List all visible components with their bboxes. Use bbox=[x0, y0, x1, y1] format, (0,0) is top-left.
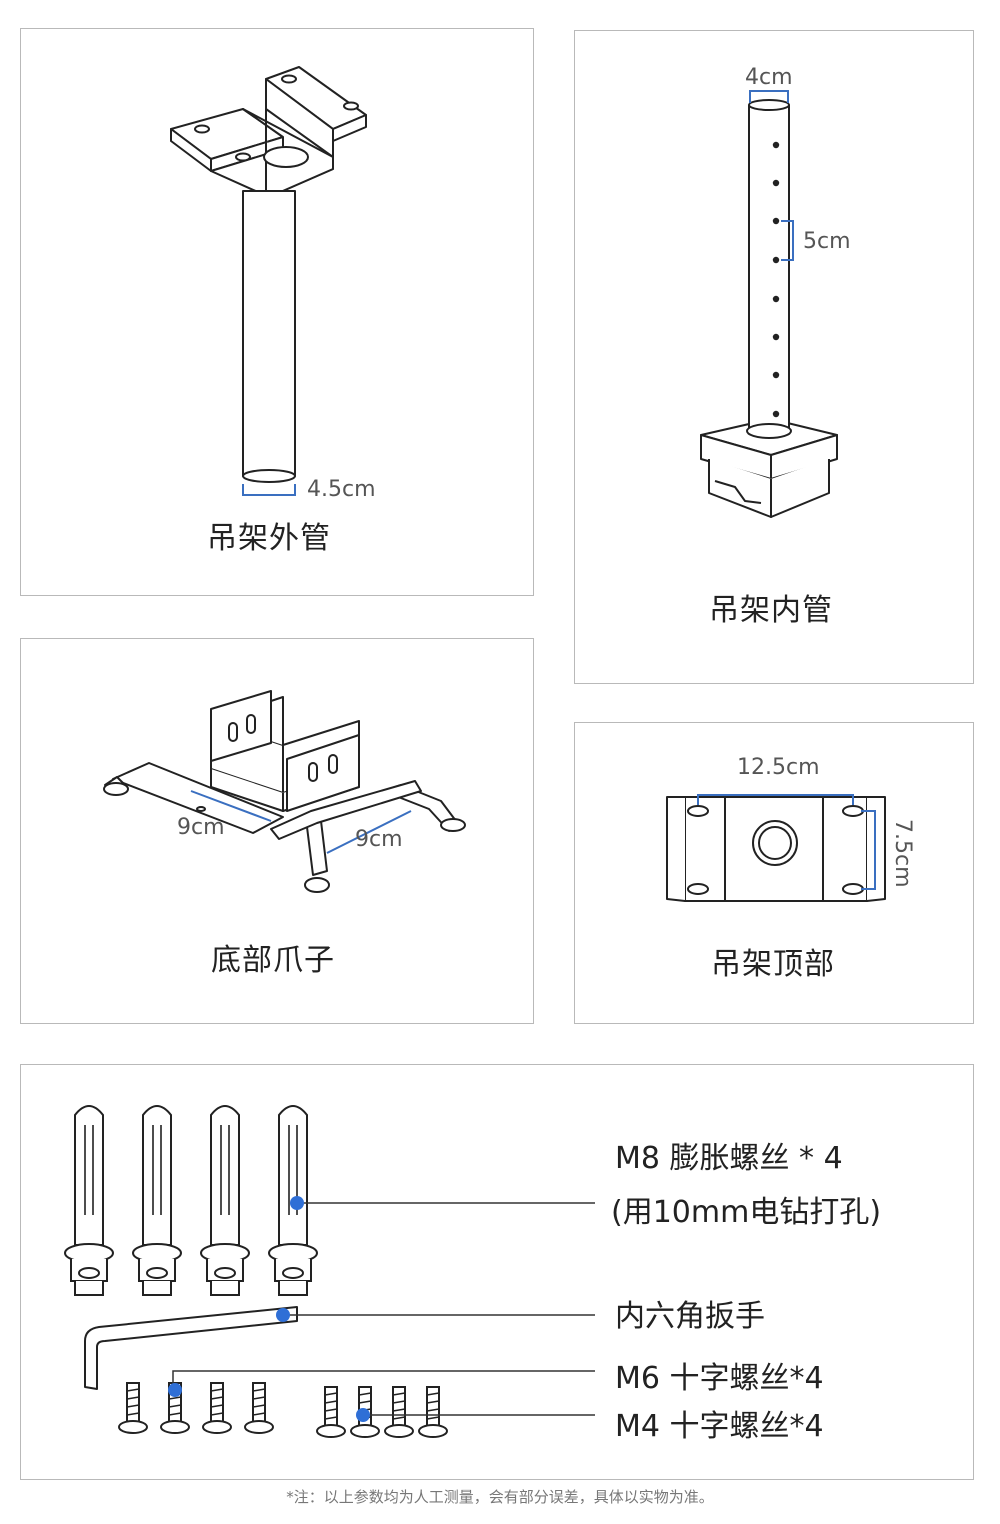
claw-left-dim-label: 9cm bbox=[177, 815, 225, 840]
outer-tube-diameter-label: 4.5cm bbox=[307, 477, 376, 502]
claw-illustration bbox=[103, 690, 466, 893]
hex-key-label: 内六角扳手 bbox=[615, 1299, 765, 1334]
panel-inner-tube: 4cm 5cm 吊架内管 bbox=[574, 30, 974, 684]
claw-caption: 底部爪子 bbox=[211, 943, 335, 978]
outer-tube-illustration bbox=[170, 66, 367, 496]
bolts-drill-note: (用10mm电钻打孔) bbox=[611, 1195, 882, 1230]
expansion-bolts bbox=[64, 1105, 318, 1296]
m6-screws bbox=[118, 1382, 274, 1434]
inner-tube-caption: 吊架内管 bbox=[709, 593, 833, 628]
top-plate-illustration bbox=[666, 794, 886, 902]
top-plate-caption: 吊架顶部 bbox=[711, 947, 835, 982]
top-plate-height-label: 7.5cm bbox=[890, 819, 915, 888]
inner-tube-illustration bbox=[700, 90, 838, 518]
panel-bottom-claw: 9cm 9cm 底部爪子 bbox=[20, 638, 534, 1024]
panel-accessories: M8 膨胀螺丝 * 4 (用10mm电钻打孔) 内六角扳手 M6 十字螺丝*4 … bbox=[20, 1064, 974, 1480]
panel-top-plate: 12.5cm 7.5cm 吊架顶部 bbox=[574, 722, 974, 1024]
outer-tube-caption: 吊架外管 bbox=[207, 521, 331, 556]
panel-outer-tube: 4.5cm 吊架外管 bbox=[20, 28, 534, 596]
m4-screws bbox=[316, 1386, 448, 1438]
footnote: *注：以上参数均为人工测量，会有部分误差，具体以实物为准。 bbox=[286, 1488, 714, 1506]
inner-tube-spacing-label: 5cm bbox=[803, 229, 851, 254]
bolts-label: M8 膨胀螺丝 * 4 bbox=[615, 1141, 843, 1176]
m4-screws-label: M4 十字螺丝*4 bbox=[615, 1409, 824, 1444]
claw-right-dim-label: 9cm bbox=[355, 827, 403, 852]
accessories-illustration bbox=[64, 1105, 595, 1438]
inner-tube-width-label: 4cm bbox=[745, 65, 793, 90]
top-plate-width-label: 12.5cm bbox=[737, 755, 820, 780]
m6-screws-label: M6 十字螺丝*4 bbox=[615, 1361, 824, 1396]
